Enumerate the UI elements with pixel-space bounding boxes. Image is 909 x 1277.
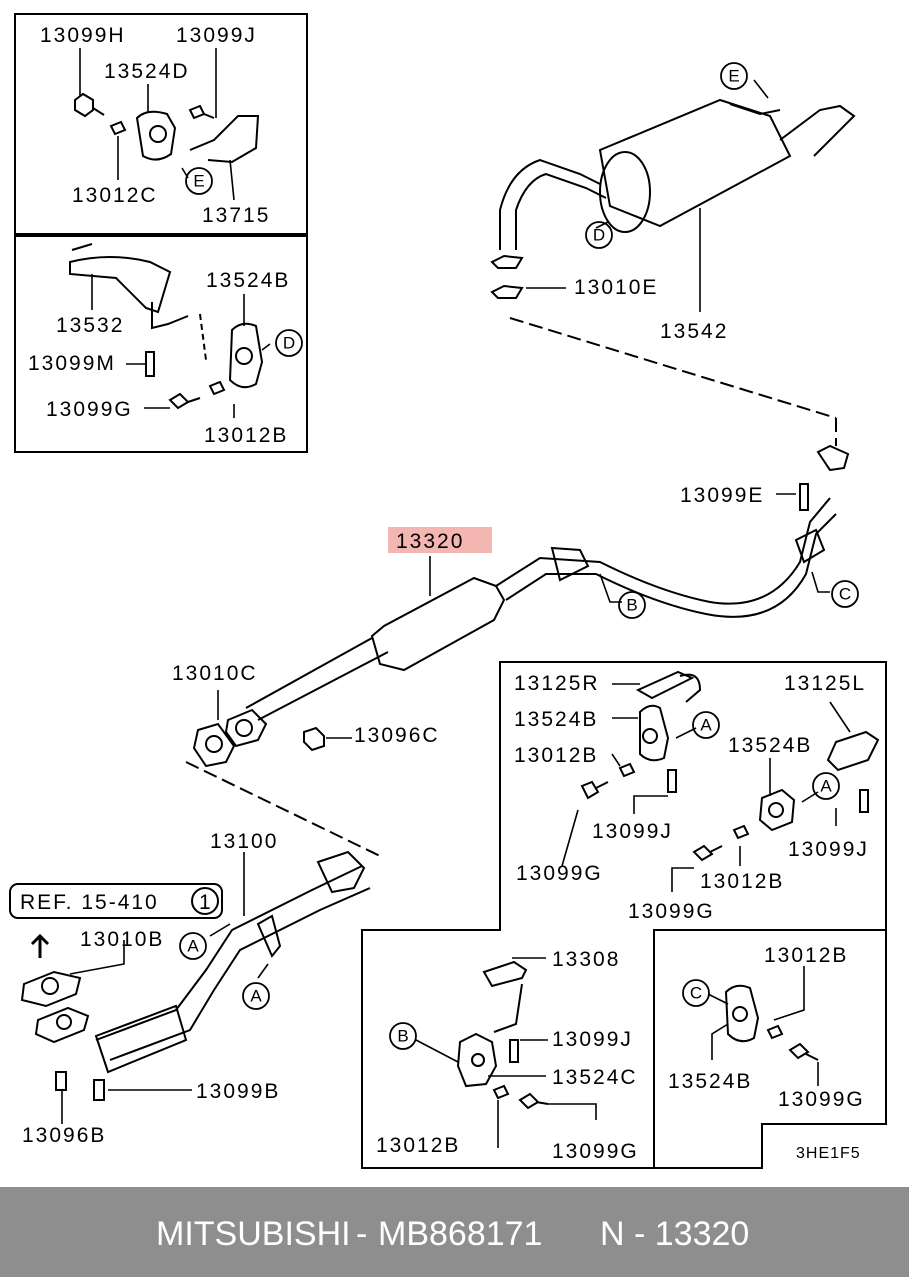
label-13099H: 13099H — [40, 24, 126, 47]
label-13012C: 13012C — [72, 184, 158, 207]
label-13099J-b: 13099J — [552, 1028, 633, 1051]
callout-a-front1: A — [187, 937, 199, 956]
footer-ref: N - 13320 — [600, 1215, 750, 1253]
label-13099M: 13099M — [28, 352, 116, 375]
label-13099G-c: 13099G — [778, 1088, 865, 1111]
label-13010E: 13010E — [574, 276, 658, 299]
label-13099J-r2: 13099J — [788, 838, 869, 861]
label-13524B-left: 13524B — [206, 269, 290, 292]
label-13524C: 13524C — [552, 1066, 638, 1089]
dash-link-lower — [185, 761, 381, 857]
label-13125R: 13125R — [514, 672, 600, 695]
label-13096B: 13096B — [22, 1124, 106, 1147]
label-13096C: 13096C — [354, 724, 440, 747]
inset-mid-left-frame — [14, 235, 308, 453]
ref-box — [9, 883, 223, 919]
label-13099J-r1: 13099J — [592, 820, 673, 843]
center-pipe-13320 — [192, 444, 850, 768]
ref-text: REF. 15-410 — [20, 891, 159, 914]
hanger-parts-right — [580, 670, 880, 862]
footer-bar: MITSUBISHI - MB868171 N - 13320 — [0, 1187, 909, 1277]
callout-a-right1: A — [700, 716, 712, 735]
callout-b-pipe: B — [626, 596, 637, 615]
label-13012B-r1: 13012B — [514, 744, 598, 767]
label-13532: 13532 — [56, 314, 124, 337]
rear-muffler — [490, 98, 856, 299]
label-13012B-c: 13012B — [764, 944, 848, 967]
footer-separator: - — [356, 1215, 368, 1253]
front-pipe-13100 — [20, 850, 371, 1101]
callout-c-bottom: C — [690, 984, 702, 1003]
callout-d-mid-left: D — [283, 334, 295, 353]
callout-c-pipe: C — [839, 585, 851, 604]
label-13308: 13308 — [552, 948, 620, 971]
dash-link-upper — [509, 317, 837, 419]
label-13012B-b: 13012B — [376, 1134, 460, 1157]
inset-top-left-frame — [14, 13, 308, 235]
label-13524D: 13524D — [104, 60, 190, 83]
label-13524B-c: 13524B — [668, 1070, 752, 1093]
footer-brand: MITSUBISHI — [156, 1215, 351, 1253]
label-13012B-left: 13012B — [204, 424, 288, 447]
label-13099J-top: 13099J — [176, 24, 257, 47]
label-13010B: 13010B — [80, 928, 164, 951]
label-13099G-r2: 13099G — [628, 900, 715, 923]
callout-e-muffler: E — [728, 67, 739, 86]
label-13099G-b: 13099G — [552, 1140, 639, 1163]
inset-mid-left-parts — [69, 243, 264, 410]
label-13524B-r1: 13524B — [514, 708, 598, 731]
label-13125L: 13125L — [784, 672, 866, 695]
label-13099B: 13099B — [196, 1080, 280, 1103]
label-13010C: 13010C — [172, 662, 258, 685]
label-13099E: 13099E — [680, 484, 764, 507]
leader-lines — [61, 48, 851, 1148]
diagram-code: 3HE1F5 — [796, 1145, 861, 1162]
label-13542: 13542 — [660, 320, 728, 343]
callout-letters: E D E D B C A A A A B C — [187, 67, 851, 1046]
callout-d-muffler: D — [593, 226, 605, 245]
exhaust-parts-diagram: 13099H 13099J 13524D 13012C 13715 13532 … — [9, 13, 887, 1169]
label-13099G-left: 13099G — [46, 398, 133, 421]
highlight-13320-bg — [388, 527, 492, 553]
label-13524B-r2: 13524B — [728, 734, 812, 757]
callout-b-bottom: B — [397, 1027, 408, 1046]
inset-bottom-right-frame — [654, 929, 887, 1169]
callout-circles — [179, 62, 859, 1050]
callout-e-top-left: E — [193, 172, 204, 191]
ref-number: 1 — [199, 891, 213, 914]
hanger-parts-bottom — [456, 960, 819, 1110]
callout-a-right2: A — [820, 777, 832, 796]
part-labels: 13099H 13099J 13524D 13012C 13715 13532 … — [20, 24, 869, 1163]
footer-part-number: MB868171 — [378, 1215, 543, 1253]
callout-a-front2: A — [250, 987, 262, 1006]
label-13099G-r1: 13099G — [516, 862, 603, 885]
label-13715: 13715 — [202, 204, 270, 227]
label-13320: 13320 — [396, 530, 464, 553]
label-13012B-r2: 13012B — [700, 870, 784, 893]
inset-top-left-parts — [74, 92, 260, 164]
label-13100: 13100 — [210, 830, 278, 853]
